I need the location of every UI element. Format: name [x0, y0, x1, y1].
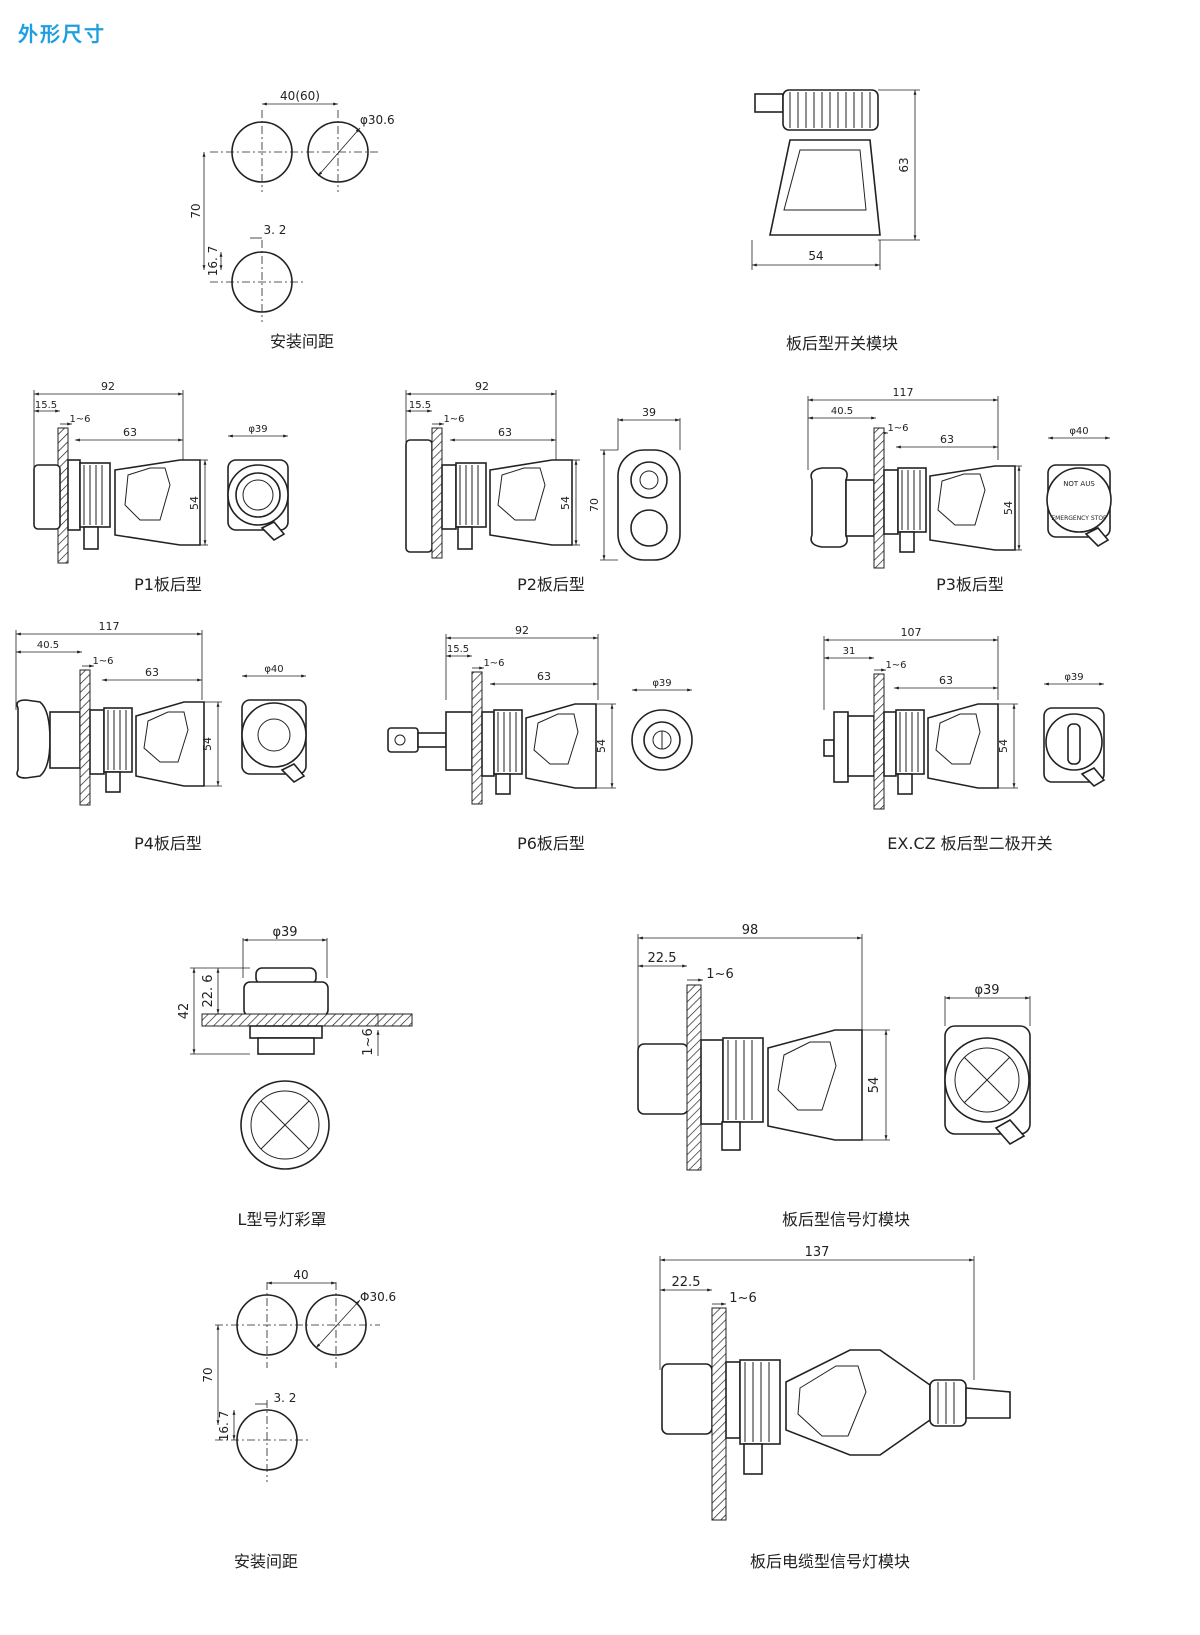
dim-label: 1~6 [361, 1028, 376, 1055]
dim-label: 1~6 [887, 423, 908, 434]
dim-label: 92 [101, 380, 115, 393]
dim-label: 54 [559, 496, 572, 510]
dim-label: φ40 [1069, 426, 1088, 437]
dim-label: 40.5 [37, 640, 59, 651]
dim-label: 1~6 [443, 414, 464, 425]
p3-front-label-bottom: EMERGENCY STOP [1051, 515, 1107, 522]
p2-drawing: 92 15.5 1~6 63 54 39 70 [405, 380, 681, 561]
dim-label: 1~6 [483, 658, 504, 669]
dim-label: 1~6 [92, 656, 113, 667]
dim-label: 92 [475, 380, 489, 393]
dim-label: 1~6 [885, 660, 906, 671]
dim-label: 54 [808, 249, 823, 263]
dim-label: 54 [188, 496, 201, 510]
signal-lamp-module-drawing: 98 22.5 1~6 54 φ39 [637, 923, 1031, 1171]
dim-label: 22.5 [672, 1275, 701, 1290]
cable-signal-lamp-module-drawing: 137 22.5 1~6 [659, 1245, 1011, 1521]
dim-label: 92 [515, 624, 529, 637]
excz-drawing: 107 31 1~6 63 54 φ39 [823, 626, 1106, 810]
dim-label: 54 [595, 739, 608, 753]
dim-label: φ39 [652, 678, 671, 689]
dim-label: φ39 [974, 983, 999, 998]
l-lamp-cap-drawing: φ39 42 22. 6 1~6 [177, 925, 413, 1170]
dim-label: 22. 6 [201, 974, 216, 1007]
dim-label: 70 [588, 498, 601, 512]
dim-label: 54 [867, 1077, 882, 1094]
dim-label: 1~6 [69, 414, 90, 425]
dim-label: 31 [843, 646, 856, 657]
dim-label: 1~6 [706, 967, 733, 982]
p1-drawing: 92 15.5 1~6 63 54 φ39 [33, 380, 289, 564]
mounting-spacing-drawing-2: 40 Φ30.6 70 16. 7 3. 2 [201, 1268, 396, 1482]
dim-label: 16. 7 [217, 1411, 231, 1442]
dim-label: 40(60) [280, 89, 320, 103]
p3-front-label-top: NOT AUS [1063, 480, 1095, 488]
dim-label: 70 [201, 1367, 215, 1382]
caption-excz: EX.CZ 板后型二极开关 [887, 834, 1053, 853]
dim-label: φ39 [248, 424, 267, 435]
caption-mounting-spacing-1: 安装间距 [269, 332, 334, 351]
dim-label: 63 [940, 433, 954, 446]
dim-label: 15.5 [409, 400, 431, 411]
dim-label: 3. 2 [274, 1391, 297, 1405]
dim-label: 70 [189, 203, 203, 218]
dim-label: 107 [901, 626, 922, 639]
dim-label: 54 [1002, 501, 1015, 515]
caption-mounting-spacing-2: 安装间距 [233, 1552, 298, 1571]
caption-switch-module: 板后型开关模块 [785, 334, 898, 353]
p4-drawing: 117 40.5 1~6 63 54 φ40 [15, 620, 307, 806]
caption-cable-signal-lamp-module: 板后电缆型信号灯模块 [749, 1552, 910, 1571]
dim-label: 117 [99, 620, 120, 633]
dim-label: 63 [537, 670, 551, 683]
dim-label: 117 [893, 386, 914, 399]
caption-p2: P2板后型 [517, 575, 585, 594]
dim-label: φ40 [264, 664, 283, 675]
dim-label: 15.5 [447, 644, 469, 655]
caption-p3: P3板后型 [936, 575, 1004, 594]
dim-label: 16. 7 [206, 246, 220, 277]
dim-label: 63 [498, 426, 512, 439]
switch-module-drawing: 63 54 [751, 89, 920, 270]
caption-p4: P4板后型 [134, 834, 202, 853]
p3-drawing: 117 40.5 1~6 63 54 NOT AUS EMERGENCY STO… [807, 386, 1112, 569]
dim-label: 15.5 [35, 400, 57, 411]
caption-signal-lamp-module: 板后型信号灯模块 [781, 1210, 910, 1229]
dim-label: 63 [897, 157, 911, 172]
dim-label: 63 [123, 426, 137, 439]
dim-label: 63 [939, 674, 953, 687]
dim-label: 40.5 [831, 406, 853, 417]
dim-label: 137 [805, 1245, 830, 1260]
dim-label: 1~6 [729, 1291, 756, 1306]
dim-label: 3. 2 [264, 223, 287, 237]
dim-label: 54 [997, 739, 1010, 753]
dim-label: 98 [742, 923, 759, 938]
caption-l-lamp-cap: L型号灯彩罩 [237, 1210, 327, 1229]
dim-label: Φ30.6 [360, 1290, 396, 1304]
dim-label: 63 [145, 666, 159, 679]
dim-label: 39 [642, 406, 656, 419]
page-title: 外形尺寸 [18, 22, 106, 46]
caption-p1: P1板后型 [134, 575, 202, 594]
dim-label: φ39 [1064, 672, 1083, 683]
p6-drawing: 92 15.5 1~6 63 54 φ39 [387, 624, 693, 805]
dim-label: 22.5 [648, 951, 677, 966]
dim-label: 54 [201, 737, 214, 751]
dim-label: φ30.6 [360, 113, 395, 127]
dim-label: 40 [293, 1268, 308, 1282]
dim-label: φ39 [272, 925, 297, 940]
dim-label: 42 [177, 1003, 192, 1020]
caption-p6: P6板后型 [517, 834, 585, 853]
mounting-spacing-drawing-1: 40(60) φ30.6 70 16. 7 3. 2 [189, 89, 395, 322]
